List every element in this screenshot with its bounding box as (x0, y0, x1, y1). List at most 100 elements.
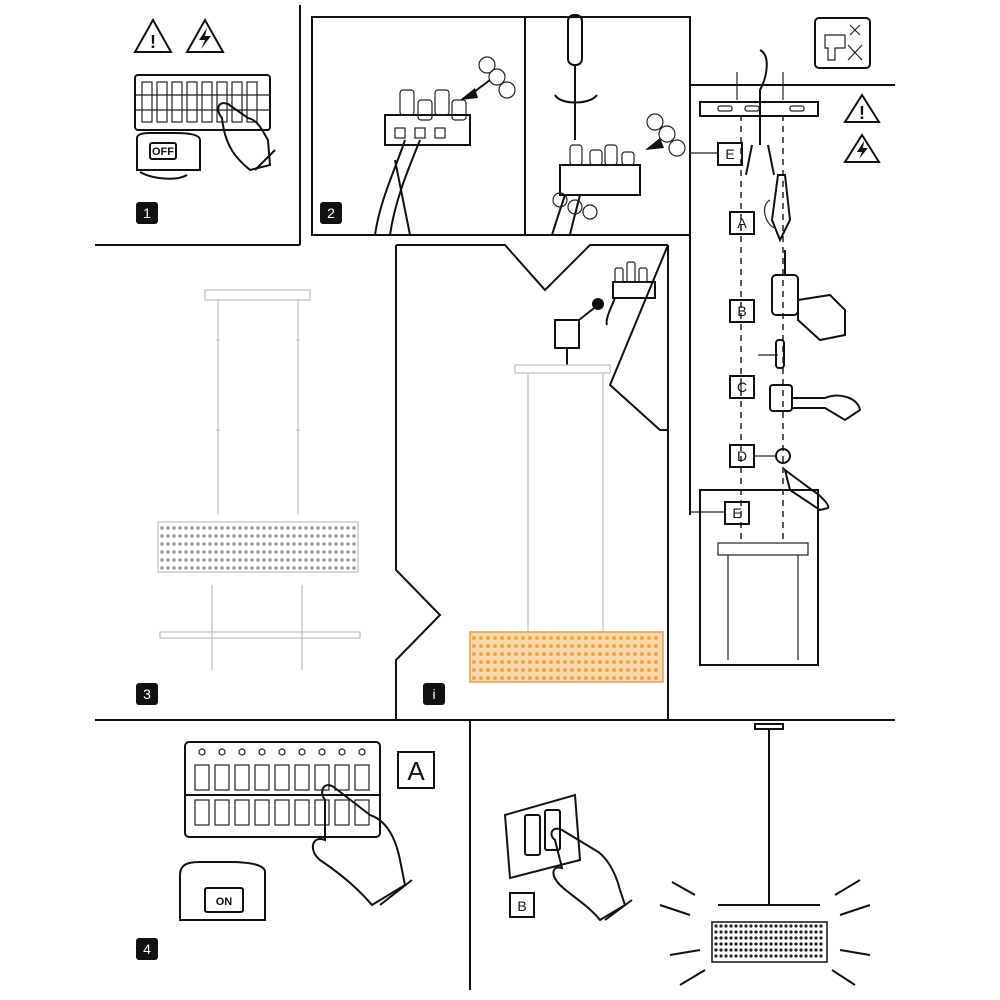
panel-b: B (503, 723, 871, 986)
crystal-bead (250, 542, 254, 546)
glowing-bead (633, 636, 637, 640)
lit-bead (764, 924, 768, 928)
crystal-bead (220, 550, 224, 554)
glowing-bead (605, 644, 609, 648)
lit-bead (799, 930, 803, 934)
lit-bead (814, 924, 818, 928)
crystal-bead (274, 558, 278, 562)
crystal-bead (328, 550, 332, 554)
glowing-bead (654, 644, 658, 648)
glowing-bead (542, 636, 546, 640)
glowing-bead (577, 652, 581, 656)
lit-bead (714, 930, 718, 934)
breaker (314, 764, 330, 791)
glowing-bead (528, 660, 532, 664)
crystal-bead (238, 550, 242, 554)
glowing-bead (619, 644, 623, 648)
crystal-bead (214, 526, 218, 530)
crystal-bead (190, 550, 194, 554)
breaker-lower (234, 799, 250, 826)
crystal-bead (334, 534, 338, 538)
lit-bead (744, 936, 748, 940)
glowing-bead (521, 644, 525, 648)
glowing-bead (647, 644, 651, 648)
glowing-bead (654, 652, 658, 656)
glowing-bead (619, 668, 623, 672)
crystal-bead (160, 550, 164, 554)
lit-bead (714, 942, 718, 946)
glowing-bead (528, 652, 532, 656)
lit-bead (714, 936, 718, 940)
lit-bead (754, 942, 758, 946)
lit-bead (734, 942, 738, 946)
lit-bead (794, 924, 798, 928)
step-badge-4: 4 (143, 941, 151, 957)
crystal-bead (250, 550, 254, 554)
lit-bead (789, 930, 793, 934)
glowing-bead (563, 644, 567, 648)
panel-info: i (423, 261, 664, 705)
crystal-bead (298, 566, 302, 570)
glowing-bead (619, 676, 623, 680)
lit-bead (714, 924, 718, 928)
crystal-bead (340, 550, 344, 554)
glowing-bead (472, 660, 476, 664)
crystal-bead (274, 534, 278, 538)
crystal-bead (286, 558, 290, 562)
crystal-bead (166, 542, 170, 546)
breaker (254, 764, 270, 791)
glowing-bead (563, 636, 567, 640)
glowing-bead (577, 668, 581, 672)
breaker (294, 764, 310, 791)
lit-bead (764, 936, 768, 940)
glowing-bead (619, 636, 623, 640)
glowing-bead (570, 676, 574, 680)
lit-bead (819, 942, 823, 946)
lit-bead (784, 948, 788, 952)
glowing-bead (472, 668, 476, 672)
crystal-bead (160, 566, 164, 570)
glowing-bead (493, 676, 497, 680)
crystal-bead (250, 558, 254, 562)
glowing-bead (598, 660, 602, 664)
on-switch: ON (179, 861, 266, 921)
glowing-bead (549, 676, 553, 680)
breaker (334, 764, 350, 791)
glowing-bead (486, 652, 490, 656)
label-b-box (729, 299, 755, 323)
glowing-bead (577, 636, 581, 640)
glowing-bead (584, 676, 588, 680)
light-rays (659, 879, 871, 986)
junction-box (554, 319, 580, 349)
crystal-bead (178, 542, 182, 546)
crystal-bead (346, 542, 350, 546)
crystal-bead (196, 526, 200, 530)
crystal-bead (172, 566, 176, 570)
crystal-bead (196, 534, 200, 538)
lit-bead (809, 954, 813, 958)
lit-bead (744, 954, 748, 958)
glowing-bead (612, 652, 616, 656)
crystal-bead (202, 550, 206, 554)
breaker-screw (278, 748, 286, 756)
step-badge-1-box (136, 202, 158, 224)
glowing-bead (556, 636, 560, 640)
label-e-bottom: E (732, 505, 741, 521)
glowing-bead (647, 652, 651, 656)
glowing-bead (647, 676, 651, 680)
lit-bead (814, 948, 818, 952)
crystal-bead (214, 534, 218, 538)
crystal-bead (256, 526, 260, 530)
lit-bead (729, 936, 733, 940)
glowing-bead (626, 676, 630, 680)
crystal-bead (202, 558, 206, 562)
lit-bead (749, 954, 753, 958)
glowing-bead (542, 644, 546, 648)
glowing-bead (570, 644, 574, 648)
crystal-bead (346, 550, 350, 554)
crystal-bead (226, 526, 230, 530)
lit-bead (724, 948, 728, 952)
glowing-bead (633, 668, 637, 672)
crystal-bead (178, 550, 182, 554)
label-c-box (729, 375, 755, 399)
